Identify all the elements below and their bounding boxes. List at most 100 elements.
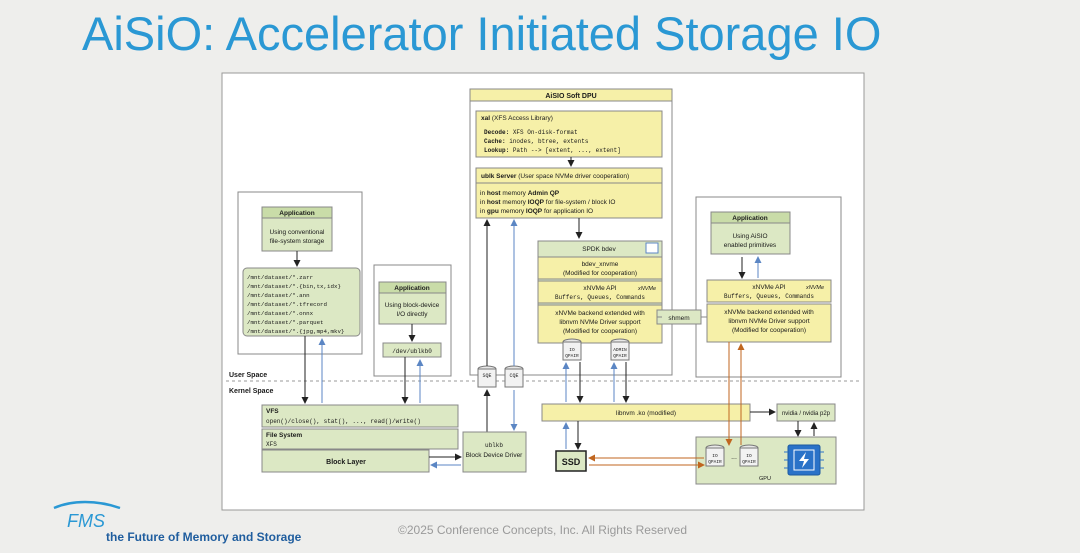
dataset-file-2: /mnt/dataset/*.ann (247, 292, 310, 299)
gpu-qpair-ellipsis: ... (731, 454, 737, 461)
xal-subtitle: (XFS Access Library) (490, 115, 553, 122)
dev-ublkb-box (382, 342, 442, 358)
filesystem-box (261, 428, 459, 450)
xal-title: xal (481, 115, 490, 122)
dataset-file-0: /mnt/dataset/*.zarr (247, 274, 313, 281)
ublk-line3-post: for application IO (542, 208, 593, 215)
vfs-calls: open()/close(), stat(), ..., read()/writ… (266, 418, 421, 425)
svg-text:Lookup: Path --> [extent, ...,: Lookup: Path --> [extent, ..., extent] (484, 147, 621, 154)
vfs-box (261, 404, 459, 428)
xal-decode-val: XFS On-disk-format (509, 129, 577, 136)
bdev-xnvme-box (537, 256, 663, 280)
right-backend-line2: libnvm NVMe Driver support (728, 318, 809, 325)
filesystem-sub: XFS (266, 441, 277, 448)
soft-dpu-header (469, 88, 673, 102)
gpu-io-qpair2-l2: QPAIR (742, 459, 756, 465)
xal-lookup-val: Path --> [extent, ..., extent] (509, 147, 621, 154)
right-xnvme-api-title: xNVMe API (752, 284, 785, 291)
svg-text:in gpu memory IOQP for applica: in gpu memory IOQP for application IO (480, 208, 593, 215)
right-app-desc1: Using AiSIO (732, 233, 767, 240)
gpu-io-qpair-l1: IO (712, 453, 718, 459)
xal-decode-key: Decode: (484, 129, 509, 136)
right-xnvme-api-box (706, 279, 832, 303)
fms-tagline: the Future of Memory and Storage (106, 530, 302, 544)
dataset-file-4: /mnt/dataset/*.onnx (247, 310, 314, 317)
right-app-desc2: enabled primitives (724, 242, 777, 249)
dpu-xnvme-api-items: Buffers, Queues, Commands (555, 294, 645, 301)
ublkb-driver-sub: Block Device Driver (466, 452, 524, 459)
left-app-desc2: file-system storage (270, 238, 325, 245)
dpu-io-qpair (562, 341, 582, 361)
left-app-desc1: Using conventional (270, 229, 325, 236)
dataset-file-6: /mnt/dataset/*.{jpg,mp4,mkv} (247, 328, 344, 335)
gpu-io-qpair (705, 447, 725, 467)
dpu-admin-qpair-l1: ADMIN (613, 347, 627, 353)
dpu-admin-qpair-l2: QPAIR (613, 353, 627, 359)
slide-title: AiSiO: Accelerator Initiated Storage IO (82, 7, 882, 60)
ublk-line3-b: IOQP (526, 208, 543, 215)
left-app-header (261, 206, 333, 219)
ublk-line3-mid: memory (499, 208, 526, 215)
filesystem-title: File System (266, 432, 302, 439)
mid-app-desc2: I/O directly (396, 311, 428, 318)
svg-text:xal (XFS Access Library): xal (XFS Access Library) (481, 115, 553, 122)
ublk-line2-mid: memory (501, 199, 528, 206)
ublk-line1-pre: in (480, 190, 487, 197)
gpu-io-qpair-l2: QPAIR (708, 459, 722, 465)
block-layer-label: Block Layer (326, 459, 366, 466)
right-xnvme-badge: xNVMe (805, 285, 824, 291)
ublk-line3-pre: in (480, 208, 487, 215)
xal-box (475, 110, 663, 158)
bdev-xnvme-note: (Modified for cooperation) (563, 270, 637, 277)
dpu-io-qpair-l1: IO (569, 347, 575, 353)
user-space-label: User Space (229, 372, 267, 379)
right-backend-box (706, 303, 832, 343)
dpu-backend-line2: libnvm NVMe Driver support (559, 319, 640, 326)
ublk-line2-b: IOQP (528, 199, 545, 206)
fms-logo-text: FMS (67, 511, 105, 531)
nvidia-p2p-box (776, 403, 836, 422)
ublk-line2-post: for file-system / block IO (544, 199, 616, 206)
right-app-header (710, 211, 791, 224)
right-backend-line1: xNVMe backend extended with (724, 309, 814, 316)
block-layer-box (261, 449, 430, 473)
dataset-files-box (242, 267, 361, 337)
gpu-io-qpair2-l1: IO (746, 453, 752, 459)
sqe-label: SQE (482, 373, 491, 379)
dpu-xnvme-api-box (537, 280, 663, 304)
bdev-xnvme-label: bdev_xnvme (582, 261, 619, 268)
dataset-file-1: /mnt/dataset/*.{bin,tx,idx} (247, 283, 341, 290)
copyright-footer: ©2025 Conference Concepts, Inc. All Righ… (398, 523, 687, 537)
cqe-label: CQE (509, 373, 518, 379)
nvidia-p2p-label: nvidia / nvidia p2p (782, 411, 831, 417)
kernel-space-label: Kernel Space (229, 388, 273, 395)
ublk-line1-b: Admin QP (528, 190, 560, 197)
right-xnvme-api-items: Buffers, Queues, Commands (724, 293, 814, 300)
gpu-io-qpair2 (739, 447, 759, 467)
ublkb-driver-title: ublkb (485, 442, 503, 449)
libnvm-label: libnvm .ko (modified) (616, 410, 676, 417)
dpu-xnvme-badge: xNVMe (637, 286, 656, 292)
ublk-line3-a: gpu (487, 208, 499, 215)
ublkb-driver-box (462, 431, 527, 473)
ublk-line2-pre: in (480, 199, 487, 206)
left-app-title: Application (279, 210, 314, 217)
dataset-file-5: /mnt/dataset/*.parquet (247, 319, 324, 326)
dataset-file-3: /mnt/dataset/*.tfrecord (247, 301, 327, 308)
shmem-label: shmem (668, 315, 689, 322)
vfs-title: VFS (266, 408, 279, 415)
dpu-backend-box (537, 304, 663, 344)
svg-text:in host memory Admin QP: in host memory Admin QP (480, 190, 560, 197)
svg-text:in host memory IOQP for file-s: in host memory IOQP for file-system / bl… (480, 199, 616, 206)
ublk-line1-mid: memory (501, 190, 528, 197)
ublk-line1-a: host (487, 190, 502, 197)
mid-app-header (378, 281, 447, 294)
ssd-label: SSD (562, 457, 581, 467)
dpu-xnvme-api-title: xNVMe API (583, 285, 616, 292)
xal-lookup-key: Lookup: (484, 147, 509, 154)
mid-app-title: Application (394, 285, 429, 292)
dpu-backend-line3: (Modified for cooperation) (563, 328, 637, 335)
gpu-label: GPU (759, 476, 771, 482)
right-app-title: Application (732, 215, 767, 222)
